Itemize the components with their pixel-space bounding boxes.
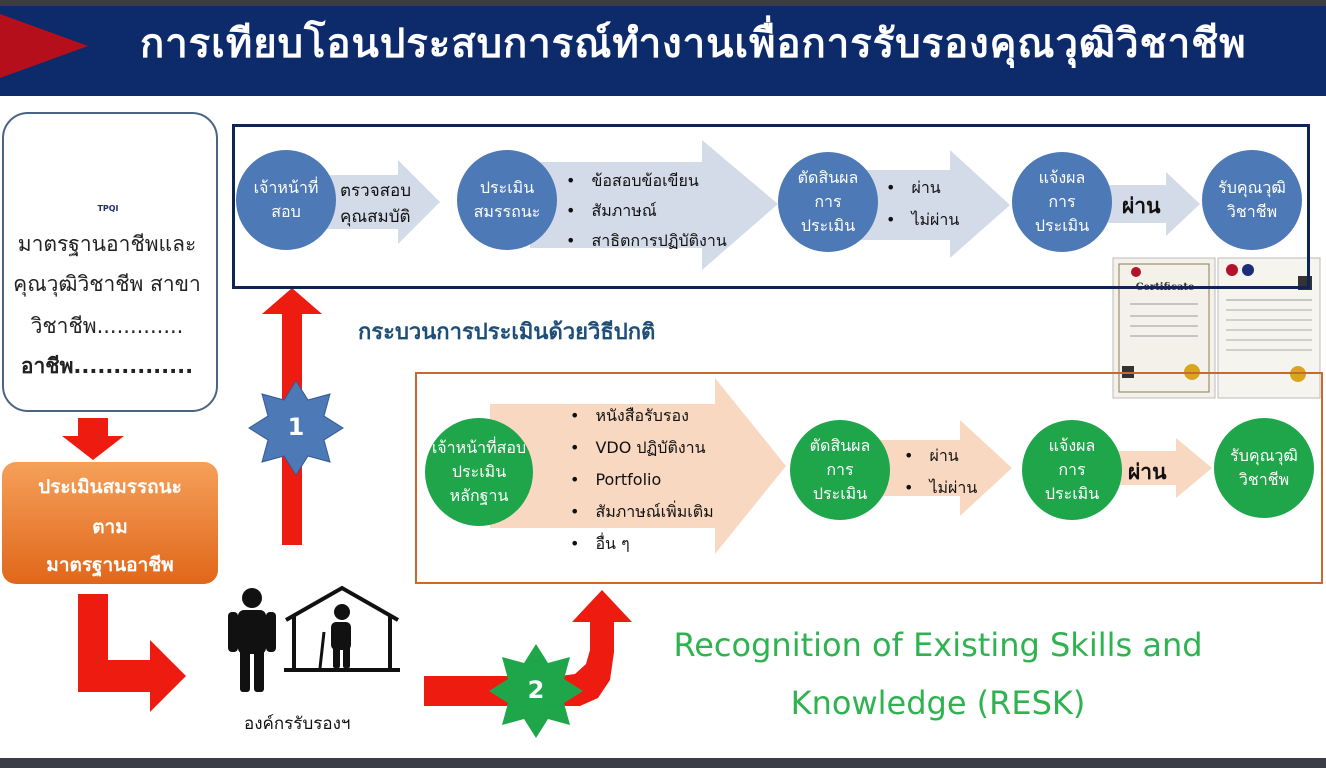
resk-process-frame <box>415 372 1323 584</box>
assessment-line-1: ประเมินสมรรถนะ <box>38 476 182 498</box>
evidence-list: หนังสือรับรอง VDO ปฏิบัติงาน Portfolio ส… <box>570 400 714 560</box>
arrow-pass-resk <box>1110 438 1212 498</box>
standard-line-1: มาตรฐานอาชีพและ <box>17 232 197 256</box>
step-competency-assessment: ประเมินสมรรถนะ <box>457 150 557 250</box>
step-decision: ตัดสินผลการประเมิน <box>778 152 878 252</box>
red-arrow-bent-1 <box>78 594 186 712</box>
arrow-pass-normal <box>1108 172 1200 236</box>
pass-label-resk: ผ่าน <box>1128 460 1167 484</box>
red-triangle-marker <box>0 14 88 78</box>
normal-process-frame <box>232 124 1310 289</box>
method-written-test: ข้อสอบข้อเขียน <box>566 166 727 196</box>
result-pass-resk: ผ่าน <box>904 440 977 472</box>
organization-icon <box>228 585 400 692</box>
pass-label-normal: ผ่าน <box>1122 194 1161 218</box>
step-receive-certificate-resk: รับคุณวุฒิวิชาชีพ <box>1214 418 1314 518</box>
result-fail: ไม่ผ่าน <box>886 204 959 236</box>
check-qualification-text: ตรวจสอบคุณสมบัติ <box>340 181 412 227</box>
page-title: การเทียบโอนประสบการณ์ทำงานเพื่อการรับรอง… <box>140 21 1247 67</box>
assessment-line-3: มาตรฐานอาชีพ <box>46 554 174 576</box>
method-demonstration: สาธิตการปฏิบัติงาน <box>566 226 726 256</box>
evidence-video: VDO ปฏิบัติงาน <box>570 432 714 464</box>
step-decision-resk: ตัดสินผลการประเมิน <box>790 420 890 520</box>
step-examiner: เจ้าหน้าที่สอบ <box>236 150 336 250</box>
badge-star-2 <box>489 644 583 738</box>
competency-assessment-box <box>2 462 218 584</box>
decision-results-resk: ผ่าน ไม่ผ่าน <box>904 440 977 504</box>
normal-process-label: กระบวนการประเมินด้วยวิธีปกติ <box>358 320 656 345</box>
result-pass: ผ่าน <box>886 172 959 204</box>
standard-line-2: คุณวุฒิวิชาชีพ สาขา <box>13 272 201 296</box>
step-evidence-examiner: เจ้าหน้าที่สอบประเมินหลักฐาน <box>425 418 533 526</box>
standard-line-3: วิชาชีพ............. <box>30 314 184 338</box>
badge-star-1 <box>248 380 344 476</box>
bottom-border <box>0 758 1326 768</box>
step-notify-resk: แจ้งผลการประเมิน <box>1022 420 1122 520</box>
badge-1-label: 1 <box>287 413 305 441</box>
red-arrow-bent-2 <box>424 590 632 706</box>
step-notify: แจ้งผลการประเมิน <box>1012 152 1112 252</box>
decision-results-list: ผ่าน ไม่ผ่าน <box>886 172 959 236</box>
evidence-other: อื่น ๆ <box>570 528 714 560</box>
organization-label: องค์กรรับรองฯ <box>244 714 351 734</box>
evidence-certificate-letter: หนังสือรับรอง <box>570 400 714 432</box>
occupational-standard-box <box>2 112 218 412</box>
assessment-line-2: ตาม <box>92 516 128 538</box>
method-interview: สัมภาษณ์ <box>566 196 727 226</box>
resk-title-line-2: Knowledge (RESK) <box>790 684 1086 722</box>
assessment-methods-list: ข้อสอบข้อเขียน สัมภาษณ์ สาธิตการปฏิบัติง… <box>566 166 727 256</box>
top-border <box>0 0 1326 6</box>
evidence-portfolio: Portfolio <box>570 464 714 496</box>
red-arrow-down-1 <box>62 418 124 460</box>
arrow-check-qualification <box>320 160 440 244</box>
logo-text: TPQI <box>97 204 119 213</box>
resk-title-line-1: Recognition of Existing Skills and <box>673 626 1203 664</box>
badge-2-label: 2 <box>527 676 545 704</box>
result-fail-resk: ไม่ผ่าน <box>904 472 977 504</box>
evidence-interview: สัมภาษณ์เพิ่มเติม <box>570 496 713 528</box>
title-banner <box>0 6 1326 96</box>
step-receive-certificate: รับคุณวุฒิวิชาชีพ <box>1202 150 1302 250</box>
standard-line-4: อาชีพ............... <box>20 354 194 378</box>
